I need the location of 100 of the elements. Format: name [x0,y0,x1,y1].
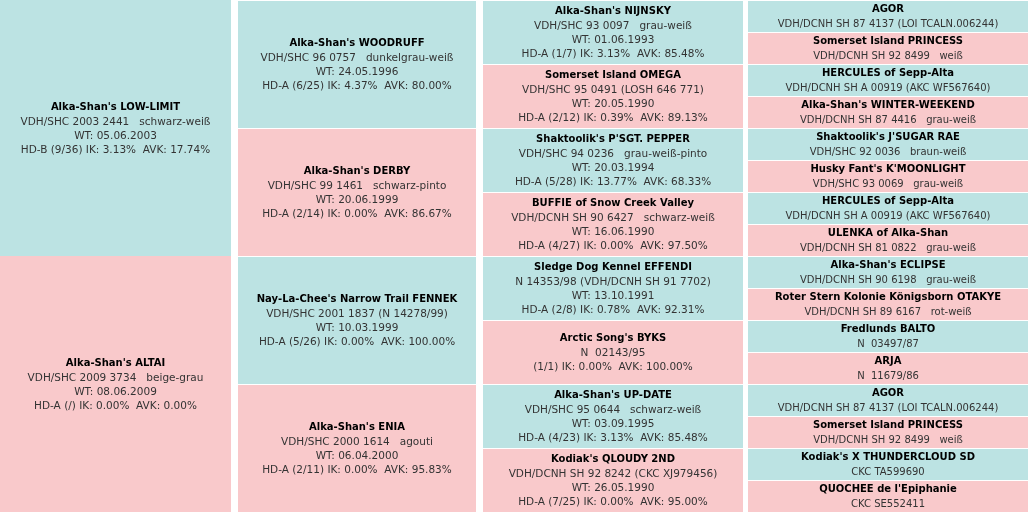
pedigree-cell [748,0,1028,32]
dog-details: WT: 08.06.2009 [74,384,157,398]
pedigree-cell [483,128,743,192]
pedigree-cell [748,416,1028,448]
pedigree-cell [238,256,476,384]
dog-details: HD-A (2/8) IK: 0.78% AVK: 92.31% [521,302,705,316]
dog-name: Nay-La-Chee's Narrow Trail FENNEK [256,292,458,306]
pedigree-cell [748,256,1028,288]
dog-name: Sledge Dog Kennel EFFENDI [534,260,692,274]
dog-details: WT: 03.09.1995 [571,416,655,430]
pedigree-cell [238,128,476,256]
dog-details: N 11679/86 [857,369,919,383]
dog-details: VDH/DCNH SH 87 4416 grau-weiß [799,113,977,127]
dog-name: Arctic Song's BYKS [559,331,667,345]
dog-name: Alka-Shan's ECLIPSE [830,258,946,272]
dog-name: BUFFIE of Snow Creek Valley [531,196,695,210]
dog-details: HD-A (4/27) IK: 0.00% AVK: 97.50% [518,238,708,252]
dog-details: WT: 01.06.1993 [571,32,655,46]
pedigree-cell [748,64,1028,96]
dog-details: WT: 10.03.1999 [315,320,399,334]
dog-name: Alka-Shan's WINTER-WEEKEND [801,98,975,112]
dog-name: QUOCHEE de l'Epiphanie [819,482,957,496]
dog-details: VDH/SHC 95 0644 schwarz-weiß [524,402,702,416]
pedigree-cell [238,0,476,128]
dog-name: Alka-Shan's UP-DATE [554,388,672,402]
dog-details: N 14353/98 (VDH/DCNH SH 91 7702) [515,274,711,288]
dog-name: ARJA [874,354,902,368]
dog-details: HD-A (/) IK: 0.00% AVK: 0.00% [34,398,197,412]
dog-name: AGOR [871,2,905,16]
pedigree-cell [0,0,231,256]
dog-details: VDH/SHC 2000 1614 agouti [281,434,433,448]
dog-details: VDH/DCNH SH 89 6167 rot-weiß [804,305,972,319]
dog-details: VDH/DCNH SH A 00919 (AKC WF567640) [785,81,991,95]
pedigree-cell [483,64,743,128]
dog-details: VDH/DCNH SH A 00919 (AKC WF567640) [785,209,991,223]
dog-details: WT: 16.06.1990 [571,224,655,238]
dog-name: Somerset Island OMEGA [544,68,681,82]
dog-name: Alka-Shan's WOODRUFF [289,36,425,50]
dog-details: VDH/SHC 94 0236 grau-weiß-pinto [518,146,708,160]
dog-details: VDH/SHC 93 0069 grau-weiß [812,177,964,191]
dog-details: VDH/DCNH SH 87 4137 (LOI TCALN.006244) [777,401,999,415]
dog-name: Alka-Shan's DERBY [303,164,411,178]
dog-details: VDH/DCNH SH 81 0822 grau-weiß [799,241,977,255]
dog-details: N 03497/87 [857,337,919,351]
dog-details: VDH/DCNH SH 92 8242 (CKC XJ979456) [508,466,718,480]
pedigree-cell [483,256,743,320]
dog-details: HD-A (2/11) IK: 0.00% AVK: 95.83% [262,462,452,476]
dog-details: WT: 26.05.1990 [571,480,655,494]
dog-details: HD-A (1/7) IK: 3.13% AVK: 85.48% [521,46,705,60]
pedigree-cell [483,320,743,384]
dog-name: Alka-Shan's ENIA [308,420,406,434]
dog-details: VDH/SHC 95 0491 (LOSH 646 771) [522,82,704,96]
dog-name: Husky Fant's K'MOONLIGHT [810,162,966,176]
dog-name: Alka-Shan's ALTAI [65,356,166,370]
dog-details: CKC TA599690 [851,465,925,479]
pedigree-cell [748,128,1028,160]
dog-details: HD-A (2/14) IK: 0.00% AVK: 86.67% [262,206,452,220]
pedigree-cell [748,288,1028,320]
dog-details: WT: 13.10.1991 [571,288,655,302]
dog-name: Kodiak's QLOUDY 2ND [551,452,675,466]
dog-details: HD-A (7/25) IK: 0.00% AVK: 95.00% [518,494,708,508]
dog-details: VDH/SHC 2001 1837 (N 14278/99) [266,306,448,320]
dog-name: Roter Stern Kolonie Königsborn OTAKYE [774,290,1002,304]
dog-details: WT: 20.06.1999 [315,192,399,206]
dog-name: Shaktoolik's P'SGT. PEPPER [536,132,690,146]
dog-name: Fredlunds BALTO [840,322,936,336]
dog-details: VDH/SHC 99 1461 schwarz-pinto [267,178,447,192]
dog-details: WT: 05.06.2003 [74,128,157,142]
pedigree-cell [238,384,476,512]
dog-name: Alka-Shan's NIJNSKY [555,4,671,18]
pedigree-cell [748,448,1028,480]
pedigree-cell [748,384,1028,416]
dog-details: WT: 20.05.1990 [571,96,655,110]
pedigree-cell [483,448,743,512]
pedigree-cell [748,320,1028,352]
dog-details: WT: 06.04.2000 [315,448,399,462]
dog-details: VDH/DCNH SH 92 8499 weiß [813,49,963,63]
dog-name: AGOR [871,386,905,400]
dog-name: Shaktoolik's J'SUGAR RAE [816,130,960,144]
pedigree-cell [483,384,743,448]
pedigree-cell [748,352,1028,384]
dog-name: HERCULES of Sepp-Alta [821,66,955,80]
dog-details: VDH/SHC 96 0757 dunkelgrau-weiß [260,50,454,64]
pedigree-cell [748,96,1028,128]
pedigree-cell [748,160,1028,192]
dog-details: VDH/SHC 92 0036 braun-weiß [809,145,967,159]
dog-details: VDH/SHC 93 0097 grau-weiß [534,18,692,32]
dog-details: WT: 20.03.1994 [571,160,655,174]
pedigree-cell [748,192,1028,224]
dog-details: HD-A (5/28) IK: 13.77% AVK: 68.33% [514,174,712,188]
dog-details: WT: 24.05.1996 [315,64,399,78]
dog-name: Somerset Island PRINCESS [812,418,964,432]
dog-details: VDH/SHC 2009 3734 beige-grau [27,370,204,384]
dog-details: VDH/DCNH SH 90 6427 schwarz-weiß [511,210,715,224]
dog-details: VDH/SHC 2003 2441 schwarz-weiß [20,114,211,128]
dog-name: Somerset Island PRINCESS [812,34,964,48]
dog-details: HD-B (9/36) IK: 3.13% AVK: 17.74% [20,142,211,156]
dog-name: Kodiak's X THUNDERCLOUD SD [801,450,975,464]
dog-details: HD-A (2/12) IK: 0.39% AVK: 89.13% [518,110,708,124]
pedigree-cell [748,224,1028,256]
